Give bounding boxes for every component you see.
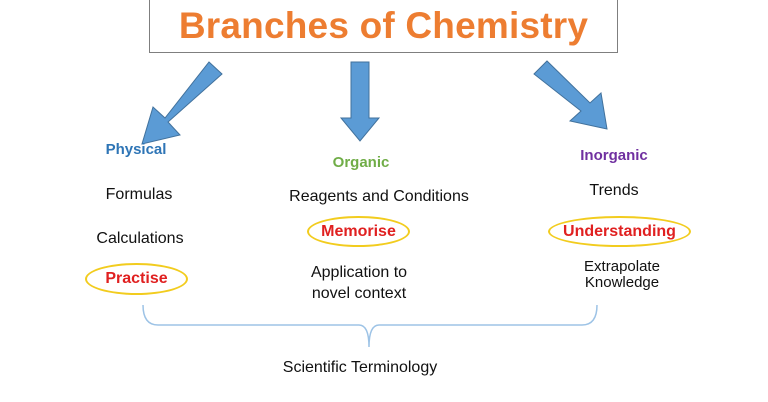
arrow-to-organic	[339, 61, 381, 142]
physical-item-calculations: Calculations	[96, 230, 184, 247]
inorganic-after-line-1: Extrapolate	[584, 258, 660, 275]
arrow-to-inorganic	[533, 60, 608, 130]
inorganic-highlight-understanding: Understanding	[563, 222, 676, 240]
branch-organic-title: Organic	[332, 154, 390, 171]
physical-highlight-oval: Practise	[85, 263, 188, 295]
branch-inorganic-title: Inorganic	[580, 147, 648, 164]
organic-highlight-oval: Memorise	[307, 216, 410, 247]
organic-after-line-1: Application to	[310, 264, 408, 281]
physical-item-formulas: Formulas	[105, 186, 173, 203]
inorganic-item-trends: Trends	[589, 182, 639, 199]
organic-application-block: Application to novel context	[311, 262, 407, 304]
arrow-to-physical	[141, 61, 223, 145]
diagram-title: Branches of Chemistry	[178, 4, 589, 46]
organic-after-line-2: novel context	[311, 285, 407, 302]
physical-highlight-practise: Practise	[105, 270, 168, 287]
organic-highlight-memorise: Memorise	[321, 222, 396, 240]
common-scientific-terminology: Scientific Terminology	[282, 359, 438, 376]
inorganic-extrapolate-block: Extrapolate Knowledge	[584, 259, 660, 291]
title-box: Branches of Chemistry	[149, 0, 618, 53]
organic-item-reagents: Reagents and Conditions	[289, 188, 469, 205]
branch-physical-title: Physical	[105, 141, 167, 158]
inorganic-after-line-2: Knowledge	[584, 274, 660, 291]
curly-bracket	[142, 304, 598, 348]
inorganic-highlight-oval: Understanding	[548, 216, 691, 247]
